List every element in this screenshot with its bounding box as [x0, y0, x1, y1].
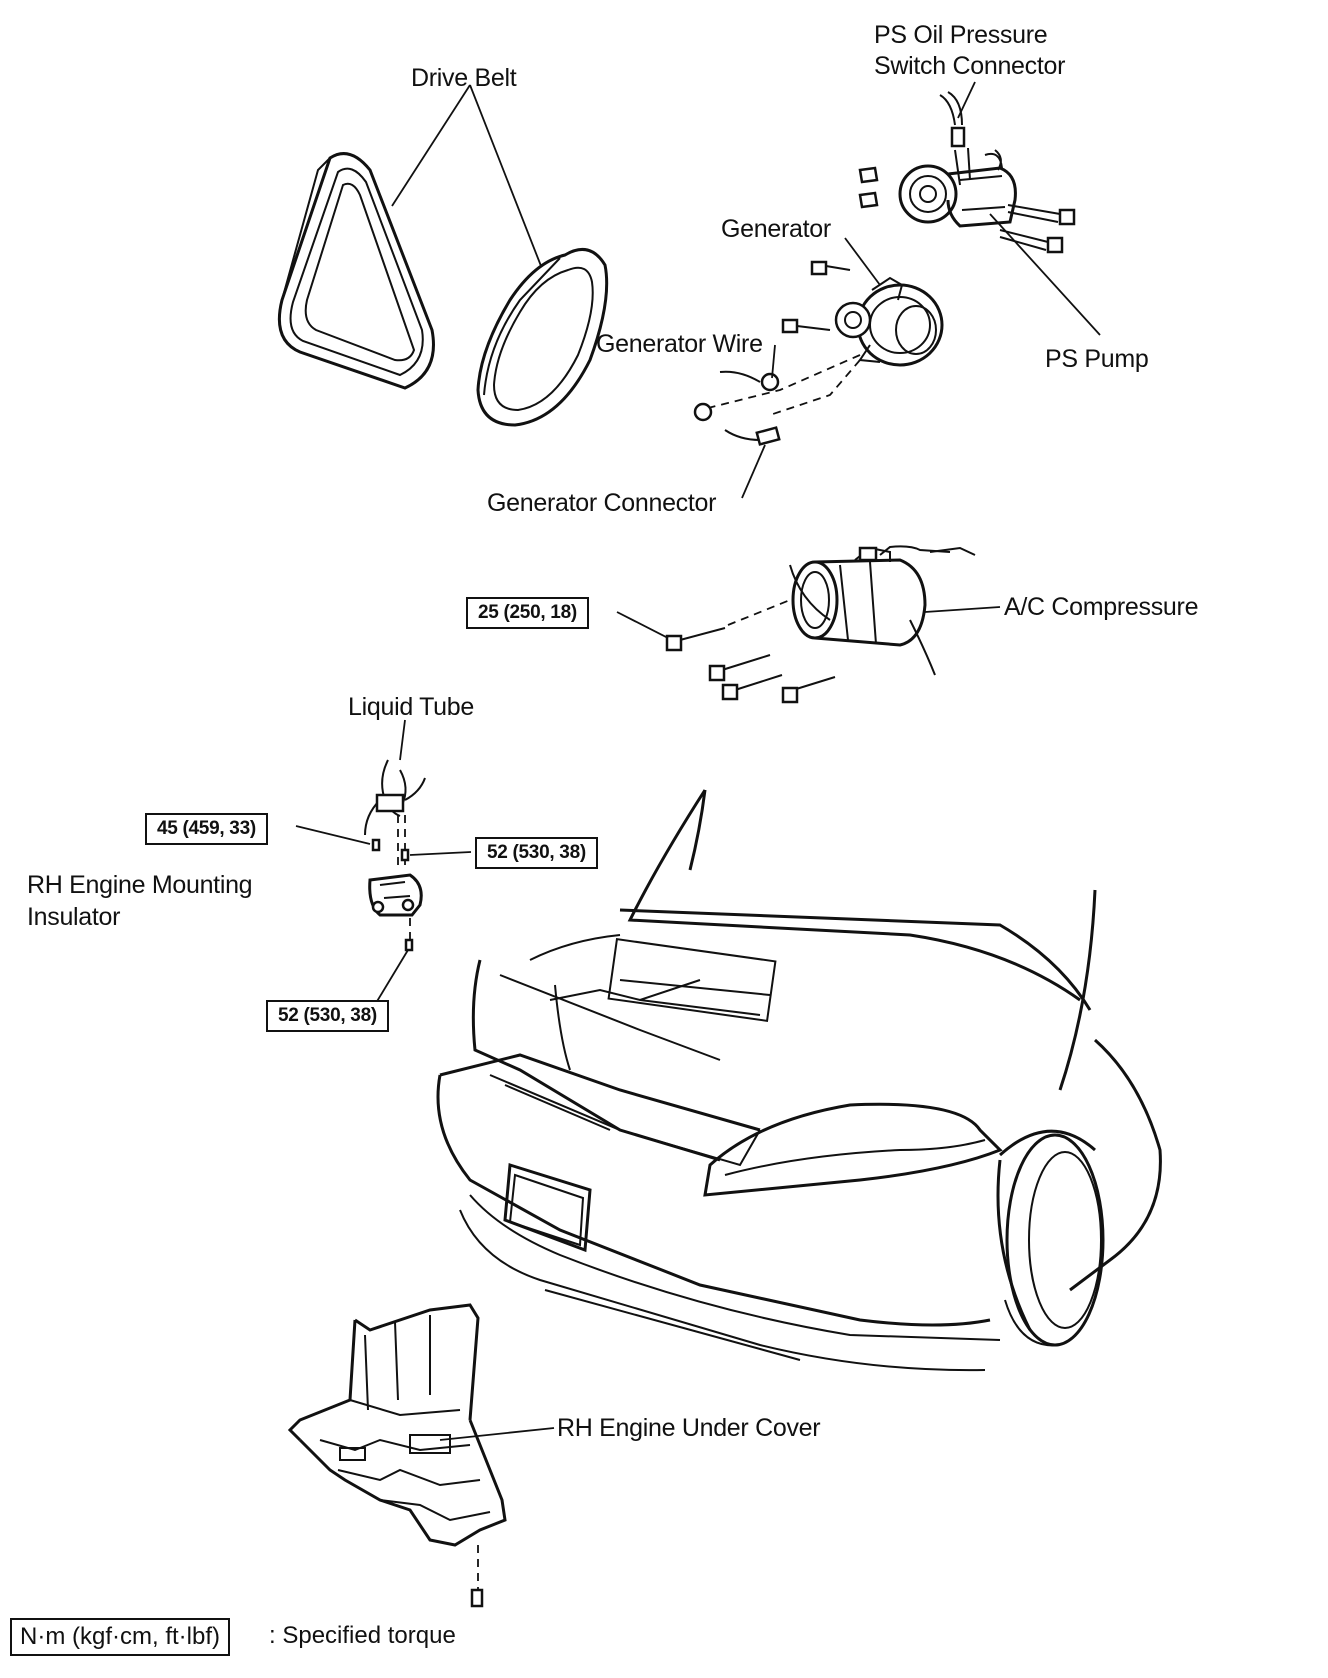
ac-compressor-drawing: [665, 545, 976, 704]
torque-ac-compressor-bolt: 25 (250, 18): [466, 597, 589, 629]
rh-engine-mounting-insulator-drawing: [368, 815, 423, 952]
ps-oil-pressure-switch-connector-label-line2: Switch Connector: [874, 52, 1066, 80]
generator-wire-label: Generator Wire: [596, 330, 763, 358]
drive-belt-label: Drive Belt: [411, 64, 517, 92]
torque-unit-legend-text: : Specified torque: [269, 1622, 456, 1649]
generator-connector-label: Generator Connector: [487, 489, 717, 517]
torque-mount-lower: 52 (530, 38): [266, 1000, 389, 1032]
ps-pump-label: PS Pump: [1045, 345, 1149, 373]
torque-unit-legend-box: N·m (kgf·cm, ft·lbf): [10, 1618, 230, 1656]
vehicle-front-drawing: [436, 789, 1162, 1372]
ps-oil-pressure-switch-connector-label-line1: PS Oil Pressure: [874, 21, 1048, 49]
drive-belt-triangular: [277, 152, 435, 390]
torque-mount-right: 52 (530, 38): [475, 837, 598, 869]
liquid-tube-drawing: [364, 759, 426, 836]
torque-mount-upper: 45 (459, 33): [145, 813, 268, 845]
rh-engine-mounting-insulator-label-line1: RH Engine Mounting: [27, 871, 253, 899]
liquid-tube-label: Liquid Tube: [348, 693, 474, 721]
generator-drawing: [693, 260, 944, 446]
rh-engine-under-cover-label: RH Engine Under Cover: [557, 1414, 821, 1442]
ac-compressor-label: A/C Compressure: [1004, 593, 1199, 621]
rh-engine-under-cover-drawing: [287, 1303, 507, 1608]
drive-belt-oval: [476, 247, 609, 427]
rh-engine-mounting-insulator-label-line2: Insulator: [27, 903, 121, 931]
ps-pump-drawing: [858, 91, 1076, 254]
generator-label: Generator: [721, 215, 831, 243]
